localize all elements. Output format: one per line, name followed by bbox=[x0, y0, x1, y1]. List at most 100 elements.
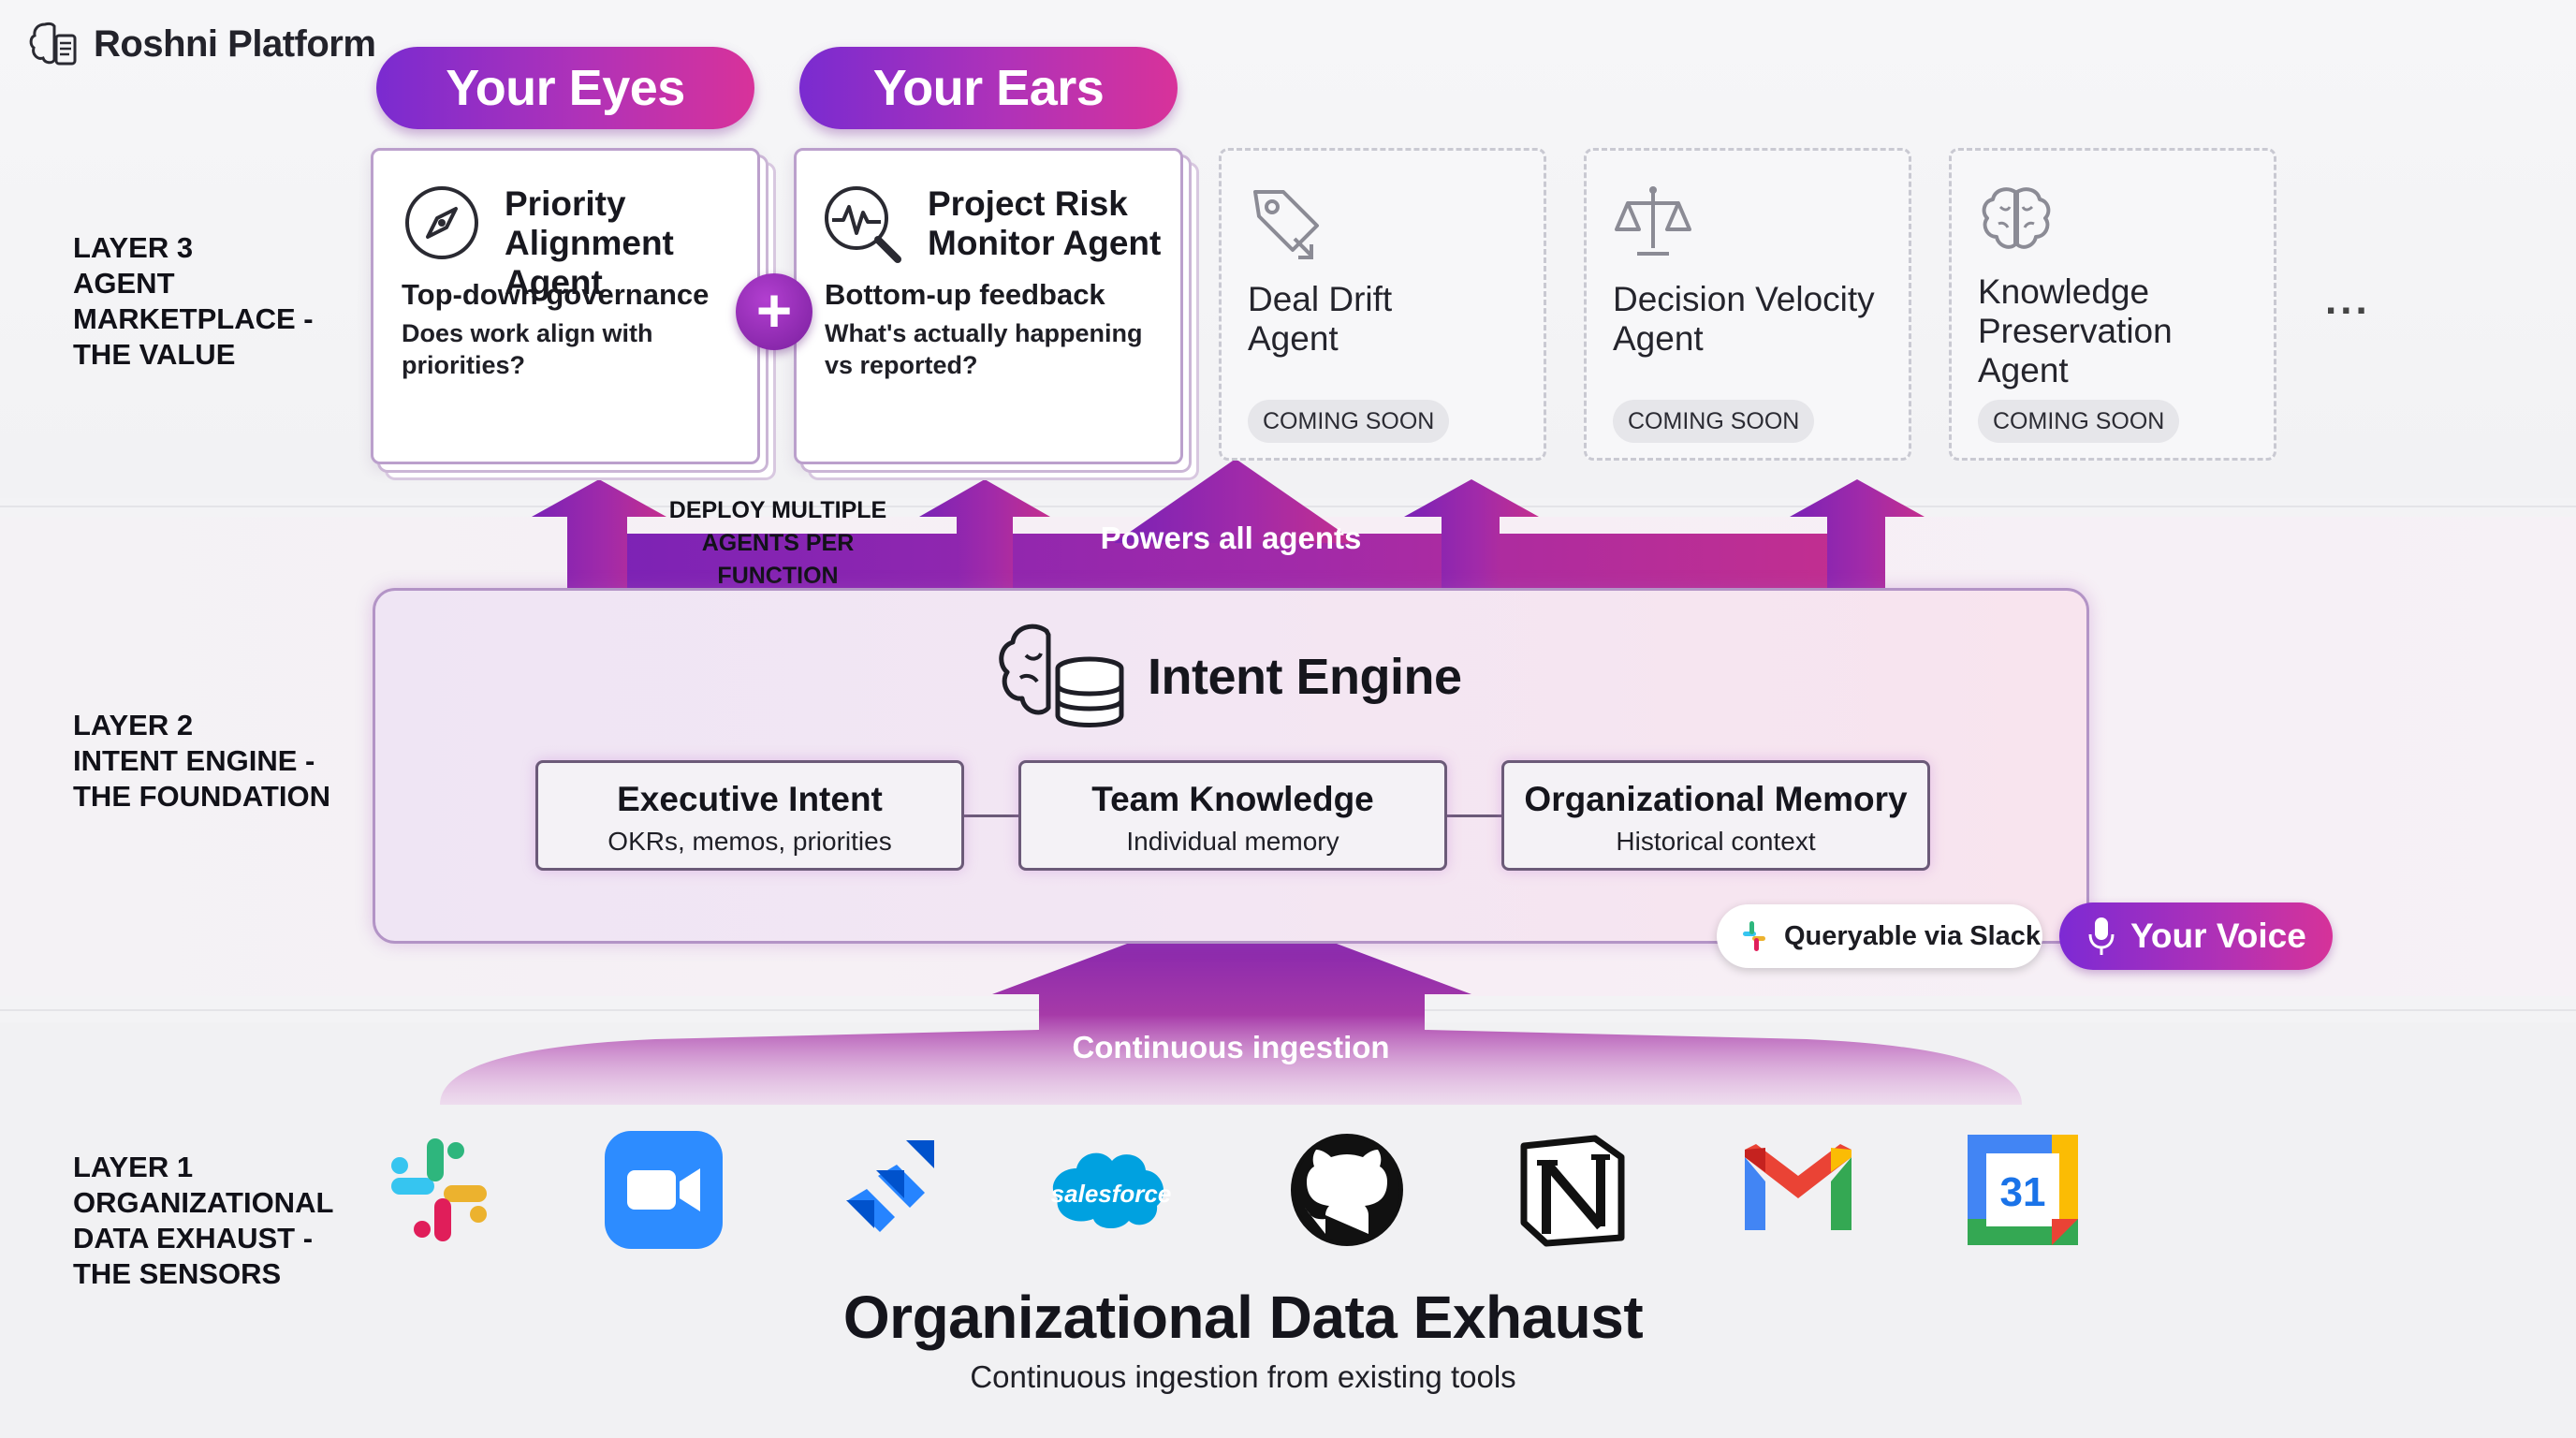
agent-title: Project Risk Monitor Agent bbox=[928, 184, 1161, 263]
powers-all-agents-label: Powers all agents bbox=[1100, 521, 1362, 555]
layer3-label: LAYER 3 AGENT MARKETPLACE - THE VALUE bbox=[73, 230, 344, 373]
layer1-label-line: ORGANIZATIONAL bbox=[73, 1186, 334, 1219]
branch-arrow-deal bbox=[1114, 459, 1357, 543]
decision-velocity-agent-card[interactable]: Decision Velocity Agent COMING SOON bbox=[1584, 148, 1911, 461]
executive-intent-box: Executive Intent OKRs, memos, priorities bbox=[535, 760, 964, 871]
layer1-label-line: LAYER 1 bbox=[73, 1151, 194, 1183]
agent-title: Decision Velocity Agent bbox=[1613, 280, 1875, 359]
brand-header: Roshni Platform bbox=[26, 17, 376, 71]
agent-title-line: Priority bbox=[505, 184, 626, 223]
layer1-label-line: THE SENSORS bbox=[73, 1257, 282, 1290]
pillar-subtitle: Historical context bbox=[1616, 827, 1816, 856]
organizational-memory-box: Organizational Memory Historical context bbox=[1501, 760, 1930, 871]
layer2-label-line: INTENT ENGINE - bbox=[73, 744, 315, 777]
jira-logo-icon bbox=[846, 1140, 934, 1232]
agent-title-line: Deal Drift bbox=[1248, 280, 1393, 318]
agent-title-line: Preservation bbox=[1978, 312, 2173, 350]
agent-description: What's actually happening vs reported? bbox=[825, 317, 1142, 381]
project-risk-monitor-agent-card[interactable]: Project Risk Monitor Agent Bottom-up fee… bbox=[794, 148, 1183, 464]
bus-arrow bbox=[567, 534, 1881, 588]
agent-description-line: What's actually happening bbox=[825, 319, 1143, 347]
salesforce-logo-icon: salesforce bbox=[1051, 1152, 1172, 1229]
brain-document-icon bbox=[29, 22, 77, 66]
layer2-label-line: THE FOUNDATION bbox=[73, 780, 330, 813]
pillar-subtitle: Individual memory bbox=[1126, 827, 1339, 856]
agent-title-line: Alignment Agent bbox=[505, 224, 674, 301]
layer2-label: LAYER 2 INTENT ENGINE - THE FOUNDATION bbox=[73, 708, 344, 814]
salesforce-wordmark: salesforce bbox=[1051, 1180, 1172, 1208]
calendar-day-number: 31 bbox=[2000, 1169, 2046, 1215]
deploy-multiple-label: DEPLOY MULTIPLE AGENTS PER FUNCTION bbox=[653, 494, 902, 593]
branch-arrow-priority bbox=[532, 479, 666, 588]
team-knowledge-box: Team Knowledge Individual memory bbox=[1018, 760, 1447, 871]
deal-drift-agent-card[interactable]: Deal Drift Agent COMING SOON bbox=[1219, 148, 1546, 461]
branch-arrow-decision bbox=[1404, 479, 1539, 588]
layer3-label-line: LAYER 3 bbox=[73, 231, 194, 264]
pulse-magnifier-icon bbox=[825, 186, 901, 263]
deploy-label-line: AGENTS PER FUNCTION bbox=[701, 530, 855, 589]
slack-chip-label: Queryable via Slack bbox=[1784, 920, 2042, 951]
brain-database-icon bbox=[999, 624, 1124, 727]
more-agents-ellipsis: ... bbox=[2325, 277, 2371, 323]
scales-icon bbox=[1615, 186, 1691, 256]
agent-title: Priority Alignment Agent bbox=[505, 184, 757, 302]
agent-title-line: Decision Velocity bbox=[1613, 280, 1875, 318]
data-exhaust-subtitle: Continuous ingestion from existing tools bbox=[970, 1359, 1516, 1394]
agent-subtitle: Top-down governance bbox=[402, 278, 710, 311]
queryable-via-slack-chip[interactable]: Queryable via Slack bbox=[1717, 904, 2042, 968]
agent-title-line: Agent bbox=[1978, 351, 2069, 389]
google-calendar-logo-icon: 31 bbox=[1968, 1135, 2078, 1245]
agent-title-line: Project Risk bbox=[928, 184, 1128, 223]
pillar-title: Organizational Memory bbox=[1524, 780, 1908, 818]
compass-icon bbox=[405, 186, 478, 259]
slack-logo-icon bbox=[391, 1138, 487, 1241]
pillar-title: Team Knowledge bbox=[1091, 780, 1374, 818]
agent-title-line: Agent bbox=[1248, 319, 1339, 358]
github-logo-icon bbox=[1291, 1134, 1403, 1246]
coming-soon-badge: COMING SOON bbox=[1978, 400, 2180, 443]
agent-description-line: priorities? bbox=[402, 351, 526, 379]
brain-icon bbox=[1982, 187, 2051, 249]
your-voice-chip[interactable]: Your Voice bbox=[2059, 902, 2333, 970]
ingestion-arrow bbox=[440, 904, 2022, 1105]
layer3-label-line: AGENT bbox=[73, 267, 175, 300]
branch-arrow-knowledge bbox=[1790, 479, 1925, 588]
layer1-label-line: DATA EXHAUST - bbox=[73, 1222, 314, 1255]
agent-title-line: Monitor Agent bbox=[928, 224, 1162, 262]
layer3-label-line: THE VALUE bbox=[73, 338, 236, 371]
pillar-title: Executive Intent bbox=[617, 780, 883, 818]
coming-soon-badge: COMING SOON bbox=[1248, 400, 1450, 443]
deploy-label-line: DEPLOY MULTIPLE bbox=[668, 497, 887, 523]
layer3-label-line: MARKETPLACE - bbox=[73, 302, 314, 335]
agent-description: Does work align with priorities? bbox=[402, 317, 653, 381]
your-ears-pill: Your Ears bbox=[799, 47, 1178, 129]
layer1-label: LAYER 1 ORGANIZATIONAL DATA EXHAUST - TH… bbox=[73, 1150, 344, 1292]
data-exhaust-title: Organizational Data Exhaust bbox=[842, 1284, 1644, 1351]
agent-title-line: Agent bbox=[1613, 319, 1704, 358]
agent-title: Knowledge Preservation Agent bbox=[1978, 272, 2173, 390]
agent-title-line: Knowledge bbox=[1978, 272, 2150, 311]
pillar-connector bbox=[1445, 814, 1503, 817]
plus-icon: + bbox=[736, 273, 812, 350]
knowledge-preservation-agent-card[interactable]: Knowledge Preservation Agent COMING SOON bbox=[1949, 148, 2276, 461]
intent-engine-title: Intent Engine bbox=[1148, 649, 1462, 705]
zoom-logo-icon bbox=[605, 1131, 723, 1249]
agent-subtitle: Bottom-up feedback bbox=[825, 278, 1105, 311]
notion-logo-icon bbox=[1520, 1135, 1625, 1247]
agent-title: Deal Drift Agent bbox=[1248, 280, 1392, 359]
agent-description-line: vs reported? bbox=[825, 351, 978, 379]
brand-name: Roshni Platform bbox=[94, 22, 376, 65]
slack-icon bbox=[1743, 921, 1765, 951]
priority-alignment-agent-card[interactable]: Priority Alignment Agent Top-down govern… bbox=[371, 148, 760, 464]
agent-description-line: Does work align with bbox=[402, 319, 653, 347]
layer2-label-line: LAYER 2 bbox=[73, 709, 194, 741]
your-eyes-pill: Your Eyes bbox=[376, 47, 754, 129]
your-voice-label: Your Voice bbox=[2130, 917, 2306, 955]
branch-arrow-risk bbox=[919, 479, 1050, 588]
microphone-icon bbox=[2088, 917, 2115, 955]
coming-soon-badge: COMING SOON bbox=[1613, 400, 1815, 443]
continuous-ingestion-label: Continuous ingestion bbox=[1072, 1030, 1390, 1064]
pillar-connector bbox=[962, 814, 1018, 817]
gmail-logo-icon bbox=[1745, 1144, 1852, 1230]
